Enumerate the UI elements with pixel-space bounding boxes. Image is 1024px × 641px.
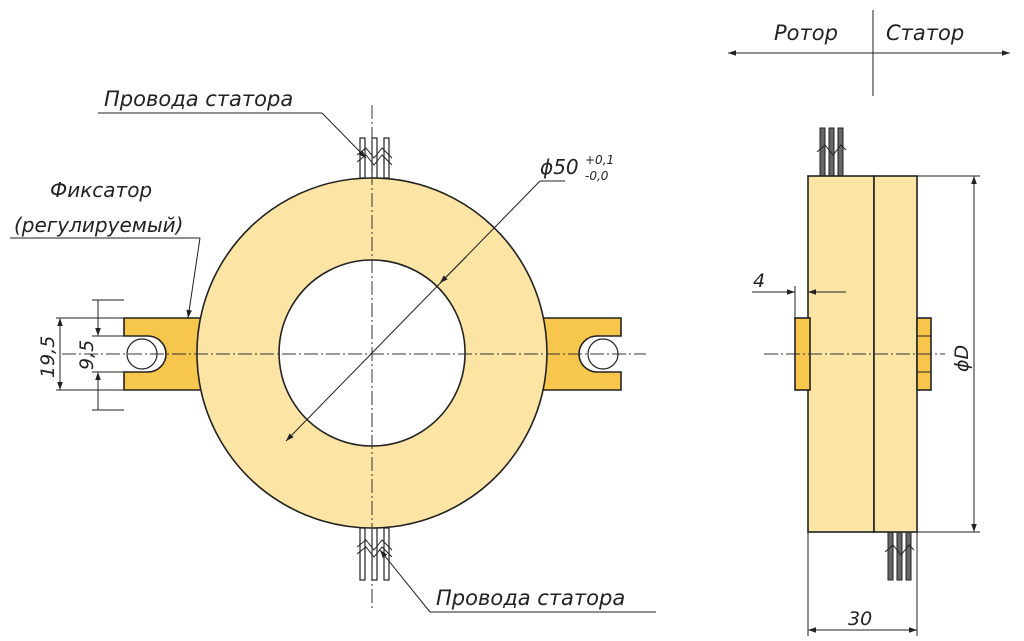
thickness-30-label: 30 bbox=[848, 608, 872, 630]
inner-diameter-label: ϕ50 bbox=[540, 155, 579, 179]
stator-wires-bottom-label: Провода статора bbox=[436, 586, 625, 610]
stator-wires-bottom bbox=[356, 527, 393, 581]
offset-4-label: 4 bbox=[753, 270, 765, 292]
stator-wires-top bbox=[356, 137, 393, 179]
side-view: Ротор Статор 4 ϕD bbox=[728, 10, 1010, 636]
stator-wires-top-label: Провода статора bbox=[104, 87, 293, 111]
height-9-5-label: 9,5 bbox=[76, 340, 98, 370]
fixer-note-label: (регулируемый) bbox=[14, 213, 183, 237]
front-view: ϕ50 +0,1 -0,0 Провода статора Провода ст… bbox=[10, 87, 656, 613]
stator-ring bbox=[196, 177, 548, 529]
rotor-label: Ротор bbox=[774, 21, 838, 45]
height-19-5-label: 19,5 bbox=[37, 336, 59, 378]
inner-diameter-tol-lower: -0,0 bbox=[585, 169, 609, 183]
outer-diameter-label: ϕD bbox=[951, 345, 973, 372]
fixer-label: Фиксатор bbox=[50, 178, 152, 202]
stator-label: Статор bbox=[886, 21, 964, 45]
inner-diameter-tol-upper: +0,1 bbox=[585, 153, 614, 167]
